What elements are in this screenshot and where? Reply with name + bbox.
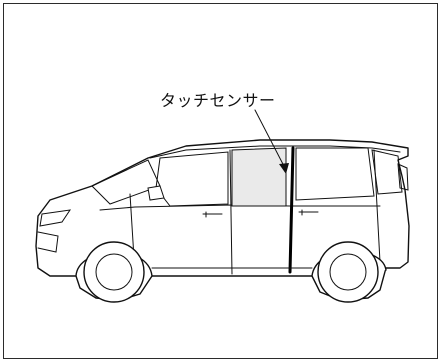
rear-lamp — [397, 163, 409, 191]
front-grille — [37, 231, 59, 253]
sliding-door-handle — [298, 209, 319, 216]
b-pillar-window — [231, 147, 287, 207]
rear-wheel — [317, 241, 379, 303]
middle-door-seam — [229, 149, 233, 275]
touch-sensor-edge — [288, 146, 295, 274]
sliding-door-window — [295, 147, 375, 201]
side-mirror — [147, 185, 165, 201]
front-door-handle — [202, 211, 223, 218]
rear-wheel-hub — [329, 253, 367, 291]
headlamp — [39, 209, 72, 227]
front-wheel — [83, 241, 145, 303]
sliding-door-rear-seam — [373, 149, 381, 263]
roof-line — [149, 145, 401, 159]
front-door-window — [155, 151, 229, 207]
callout-leader-line — [254, 109, 287, 171]
callout-arrowhead — [279, 163, 289, 174]
front-wheel-hub — [95, 253, 133, 291]
touch-sensor-label: タッチセンサー — [160, 91, 276, 110]
